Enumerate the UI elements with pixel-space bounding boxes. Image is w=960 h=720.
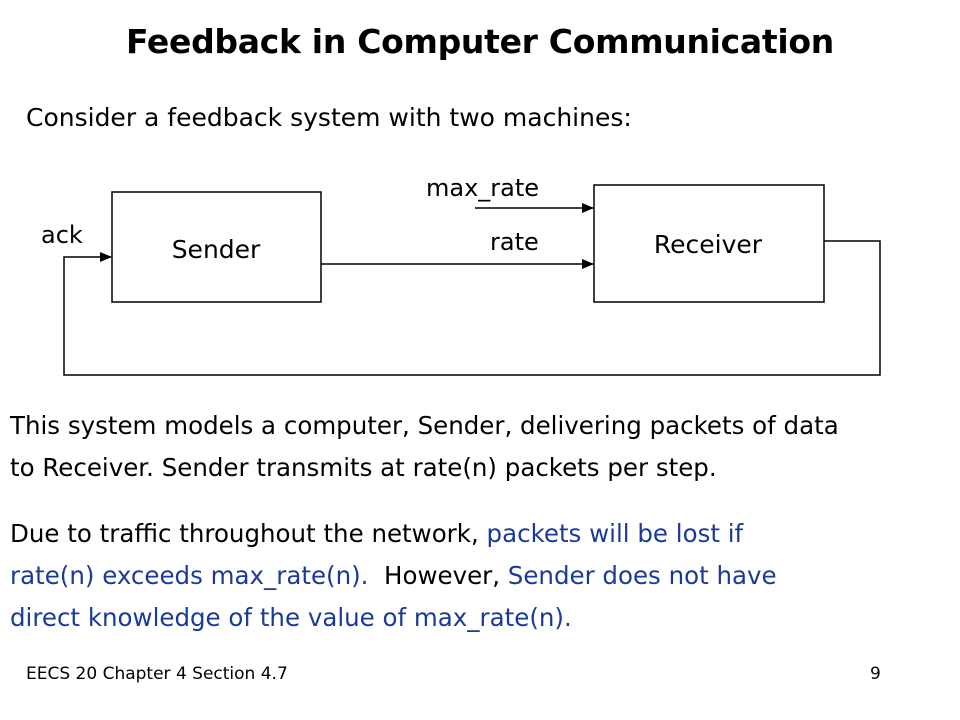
receiver-box [593, 184, 825, 303]
ack-label: ack [41, 221, 83, 249]
traffic-paragraph: Due to traffic throughout the network, p… [10, 513, 955, 639]
receiver-label: Receiver [654, 230, 763, 259]
description-paragraph: This system models a computer, Sender, d… [10, 405, 955, 489]
description-line-1: This system models a computer, Sender, d… [10, 411, 839, 440]
traffic-text-plain: However, [368, 561, 508, 590]
max-rate-label: max_rate [426, 174, 539, 202]
rate-label: rate [490, 228, 539, 256]
traffic-line-1: Due to traffic throughout the network, p… [10, 513, 955, 555]
sender-label: Sender [172, 235, 261, 264]
traffic-text-highlight: rate(n) exceeds max_rate(n). [10, 561, 369, 590]
footer-course-label: EECS 20 Chapter 4 Section 4.7 [26, 664, 288, 684]
page-number: 9 [870, 664, 881, 684]
description-line-2: to Receiver. Sender transmits at rate(n)… [10, 453, 717, 482]
traffic-text-highlight: packets will be lost if [486, 519, 744, 548]
traffic-text-plain: Due to traffic throughout the network, [10, 519, 487, 548]
feedback-loop-line [63, 240, 881, 376]
sender-box [111, 191, 322, 303]
traffic-text-highlight: Sender does not have [507, 561, 777, 590]
traffic-line-2: rate(n) exceeds max_rate(n). However, Se… [10, 555, 955, 597]
traffic-text-highlight: direct knowledge of the value of max_rat… [10, 603, 572, 632]
slide-title: Feedback in Computer Communication [126, 22, 834, 61]
traffic-line-3: direct knowledge of the value of max_rat… [10, 597, 955, 639]
intro-text: Consider a feedback system with two mach… [26, 103, 632, 132]
